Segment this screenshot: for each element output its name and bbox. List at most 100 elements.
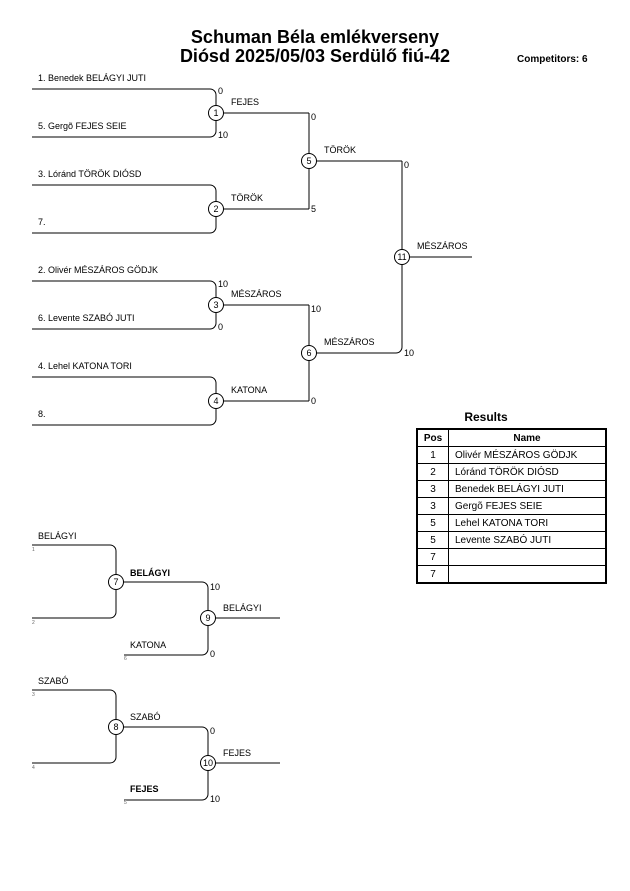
match-winner-label: KATONA [231,385,267,395]
entry-name: 1. Benedek BELÁGYI JUTI [38,73,146,83]
entry-name: 4. Lehel KATONA TORI [38,361,132,371]
table-row: 7 [416,565,607,584]
repechage-winner-label: BELÁGYI [130,568,170,578]
entry-name: 7. [38,217,46,227]
match-number: 2 [213,204,218,214]
repechage-1-final-bracket [124,581,209,656]
result-name: Benedek BELÁGYI JUTI [448,480,607,498]
match-score: 0 [311,396,316,406]
repechage-name: FEJES [130,784,159,794]
match-score: 10 [311,304,321,314]
match-score: 0 [210,726,215,736]
event-title: Schuman Béla emlékverseny [190,27,440,47]
match-winner-label: TÖRÖK [324,145,356,155]
match-score: 10 [210,582,220,592]
repechage-seed: 6 [124,656,127,662]
match-node: 9 [200,610,216,626]
result-name: Gergõ FEJES SEIE [448,497,607,515]
match-number: 8 [113,722,118,732]
repechage-name: SZABÓ [38,676,69,686]
repechage-winner-label: SZABÓ [130,712,161,722]
match-node: 8 [108,719,124,735]
competitors-count: Competitors: 6 [517,54,588,65]
event-subtitle: Diósd 2025/05/03 Serdülő fiú-42 [179,46,451,66]
match-winner-label: TÖRÖK [231,193,263,203]
repechage-seed: 4 [32,765,35,771]
result-pos: 3 [416,497,449,515]
match-score: 10 [218,279,228,289]
result-pos: 3 [416,480,449,498]
repechage-1-bracket [32,544,117,619]
result-name [448,548,607,566]
match-winner-label: FEJES [231,97,259,107]
result-pos: 2 [416,463,449,481]
result-pos: 7 [416,548,449,566]
match-number: 6 [306,348,311,358]
match-node: 5 [301,153,317,169]
match-node: 10 [200,755,216,771]
repechage-winner-label: BELÁGYI [223,603,262,613]
match-number: 10 [203,758,213,768]
entry-name: 8. [38,409,46,419]
match-score: 0 [404,160,409,170]
match-node: 7 [108,574,124,590]
entry-name: 5. Gergõ FEJES SEIE [38,121,127,131]
match-number: 1 [213,108,218,118]
match-node: 11 [394,249,410,265]
match-number: 9 [205,613,210,623]
result-name [448,565,607,584]
repechage-name: KATONA [130,640,166,650]
match-4-bracket [32,376,217,426]
match-score: 0 [218,86,223,96]
match-score: 0 [210,649,215,659]
match-number: 7 [113,577,118,587]
repechage-name: BELÁGYI [38,531,77,541]
repechage-seed: 2 [32,620,35,626]
match-score: 10 [404,348,414,358]
match-winner-label: MÉSZÁROS [417,241,468,251]
match-node: 6 [301,345,317,361]
repechage-seed: 5 [124,800,127,806]
match-node: 3 [208,297,224,313]
match-node: 1 [208,105,224,121]
repechage-2-final-bracket [124,726,209,801]
match-score: 10 [218,130,228,140]
match-node: 2 [208,201,224,217]
match-node: 4 [208,393,224,409]
pos-header: Pos [416,428,449,447]
repechage-winner-label: FEJES [223,748,251,758]
match-winner-label: MÉSZÁROS [324,337,375,347]
result-pos: 1 [416,446,449,464]
name-header: Name [448,428,607,447]
match-score: 5 [311,204,316,214]
match-score: 0 [311,112,316,122]
entry-name: 3. Lóránd TÖRÖK DIÓSD [38,169,142,179]
match-number: 3 [213,300,218,310]
match-score: 10 [210,794,220,804]
entry-name: 2. Olivér MÉSZÁROS GÖDJK [38,265,158,275]
match-number: 4 [213,396,218,406]
match-score: 0 [218,322,223,332]
result-pos: 5 [416,531,449,549]
match-winner-label: MÉSZÁROS [231,289,282,299]
repechage-seed: 1 [32,547,35,553]
repechage-2-bracket [32,689,117,764]
entry-name: 6. Levente SZABÓ JUTI [38,313,135,323]
match-number: 11 [397,252,406,262]
results-title: Results [464,410,508,424]
result-name: Olivér MÉSZÁROS GÖDJK [448,446,607,464]
match-2-bracket [32,184,217,234]
result-pos: 7 [416,565,449,584]
table-row: 7 [416,548,607,566]
repechage-seed: 3 [32,692,35,698]
match-6-winner-line [309,346,403,354]
result-name: Lehel KATONA TORI [448,514,607,532]
